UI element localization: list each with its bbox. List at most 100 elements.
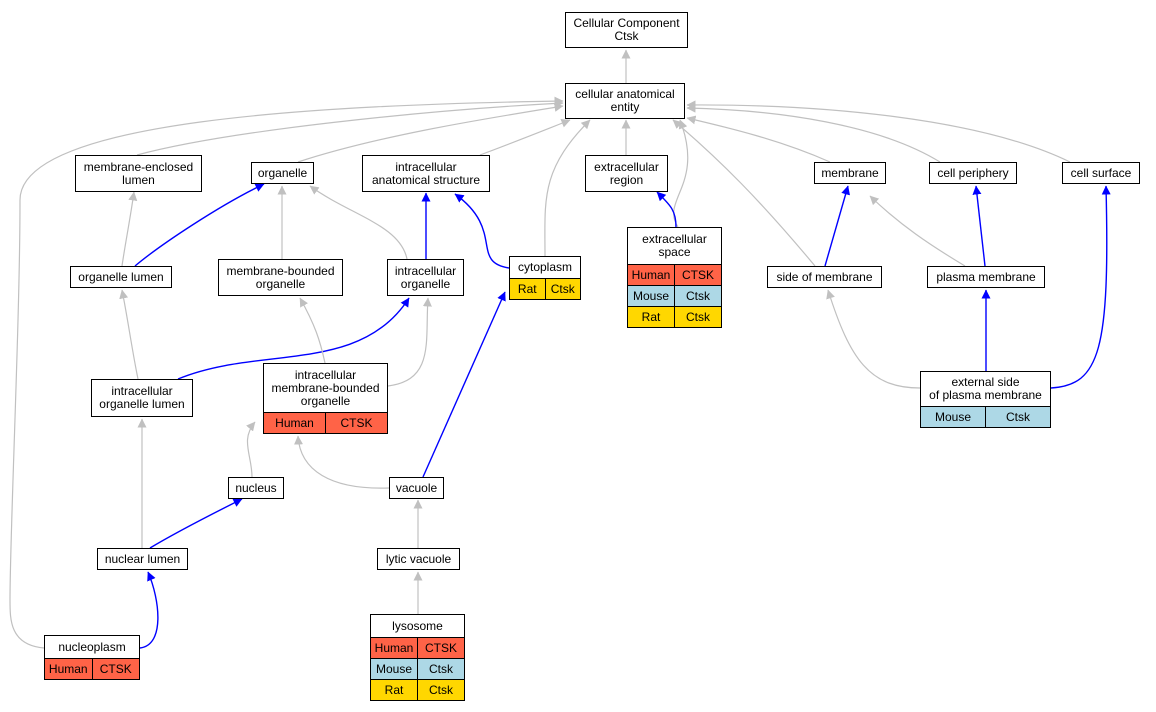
edge-org-to-cae	[297, 102, 564, 163]
edge-iol-to-orgl	[119, 289, 139, 380]
node-som[interactable]: side of membrane	[767, 266, 882, 288]
node-label: Cellular Component Ctsk	[573, 16, 680, 43]
node-cae[interactable]: cellular anatomical entity	[565, 83, 685, 119]
edge-ias-to-cae	[479, 118, 571, 156]
node-label: cellular anatomical entity	[575, 87, 675, 114]
node-mel[interactable]: membrane-enclosed lumen	[75, 155, 202, 192]
species-cell: Human	[371, 638, 417, 658]
node-label: organelle lumen	[78, 269, 164, 284]
gene-cell: CTSK	[91, 659, 139, 679]
node-label: cell periphery	[937, 165, 1009, 180]
edge-io-to-org	[309, 185, 408, 260]
gene-cell: Ctsk	[417, 680, 464, 700]
edge-mem-to-cae	[686, 115, 831, 163]
species-cell: Human	[45, 659, 92, 679]
node-nuc[interactable]: nucleus	[228, 477, 284, 499]
species-cell: Human	[628, 265, 674, 285]
node-mem[interactable]: membrane	[814, 162, 886, 184]
species-cell: Mouse	[371, 659, 417, 679]
edge-np-to-cae	[9, 96, 564, 649]
edge-nuc-to-imbo	[246, 421, 256, 478]
gene-cell: CTSK	[674, 265, 721, 285]
node-label: lytic vacuole	[385, 551, 452, 566]
gene-cell: Ctsk	[674, 286, 721, 306]
species-cell: Human	[264, 413, 325, 433]
node-io[interactable]: intracellular organelle	[387, 259, 464, 296]
node-exr[interactable]: extracellular region	[585, 155, 668, 192]
node-csurf[interactable]: cell surface	[1062, 162, 1140, 184]
edge-espm-to-som	[826, 289, 921, 389]
edge-pm-to-cper	[972, 185, 986, 267]
edge-orgl-to-mel	[121, 191, 138, 267]
node-label: nucleus	[235, 480, 277, 495]
edge-cyto-to-cae	[544, 119, 591, 257]
edge-iol-to-io	[177, 297, 410, 380]
gene-cell: CTSK	[325, 413, 387, 433]
edge-imbo-to-mbo	[299, 297, 326, 364]
edge-som-to-mem	[824, 185, 850, 267]
node-label: intracellular anatomical structure	[371, 159, 481, 187]
edge-cper-to-cae	[686, 103, 941, 163]
node-pm[interactable]: plasma membrane	[927, 266, 1045, 288]
node-label: side of membrane	[776, 269, 873, 284]
node-root[interactable]: Cellular Component Ctsk	[565, 12, 688, 48]
gene-cell: Ctsk	[674, 307, 721, 327]
species-cell: Rat	[628, 307, 674, 327]
node-vac[interactable]: vacuole	[389, 477, 444, 499]
edge-espm-to-csurf	[1050, 185, 1111, 389]
node-label: nucleoplasm	[58, 639, 126, 654]
edge-imbo-to-io	[387, 297, 432, 387]
edge-orgl-to-org	[134, 183, 265, 267]
node-lv[interactable]: lytic vacuole	[377, 548, 460, 570]
gene-cell: CTSK	[417, 638, 464, 658]
edge-cyto-to-ias	[454, 193, 510, 269]
node-label: cytoplasm	[517, 260, 573, 274]
node-label: lysosome	[392, 618, 443, 633]
species-cell: Mouse	[628, 286, 674, 306]
edge-vac-to-imbo	[294, 435, 390, 489]
species-cell: Rat	[510, 279, 545, 299]
node-label: membrane	[821, 165, 879, 180]
edge-nl-to-nuc	[149, 498, 243, 549]
node-label: organelle	[257, 165, 308, 180]
edge-exs-to-cae	[673, 119, 689, 228]
edge-exs-to-exr	[656, 191, 677, 228]
gene-cell: Ctsk	[417, 659, 464, 679]
edge-som-to-cae	[672, 119, 816, 267]
node-label: intracellular organelle	[394, 263, 457, 291]
node-label: cell surface	[1070, 165, 1132, 180]
node-mbo[interactable]: membrane-bounded organelle	[218, 259, 343, 296]
node-org[interactable]: organelle	[251, 162, 314, 184]
species-cell: Rat	[371, 680, 417, 700]
node-iol[interactable]: intracellular organelle lumen	[91, 379, 193, 417]
node-ias[interactable]: intracellular anatomical structure	[362, 155, 490, 192]
node-orgl[interactable]: organelle lumen	[70, 266, 172, 288]
node-label: external side of plasma membrane	[929, 375, 1042, 402]
node-label: vacuole	[395, 480, 438, 495]
node-label: extracellular region	[594, 159, 659, 187]
gene-cell: Ctsk	[985, 407, 1050, 427]
node-label: plasma membrane	[936, 269, 1036, 284]
node-label: membrane-enclosed lumen	[83, 159, 194, 187]
node-nl[interactable]: nuclear lumen	[97, 548, 188, 570]
gene-cell: Ctsk	[544, 279, 580, 299]
node-imbo[interactable]: intracellular membrane-bounded organelle…	[263, 363, 388, 434]
node-label: intracellular membrane-bounded organelle	[271, 367, 380, 408]
node-label: nuclear lumen	[104, 551, 181, 566]
node-cper[interactable]: cell periphery	[929, 162, 1017, 184]
node-label: intracellular organelle lumen	[99, 384, 185, 411]
